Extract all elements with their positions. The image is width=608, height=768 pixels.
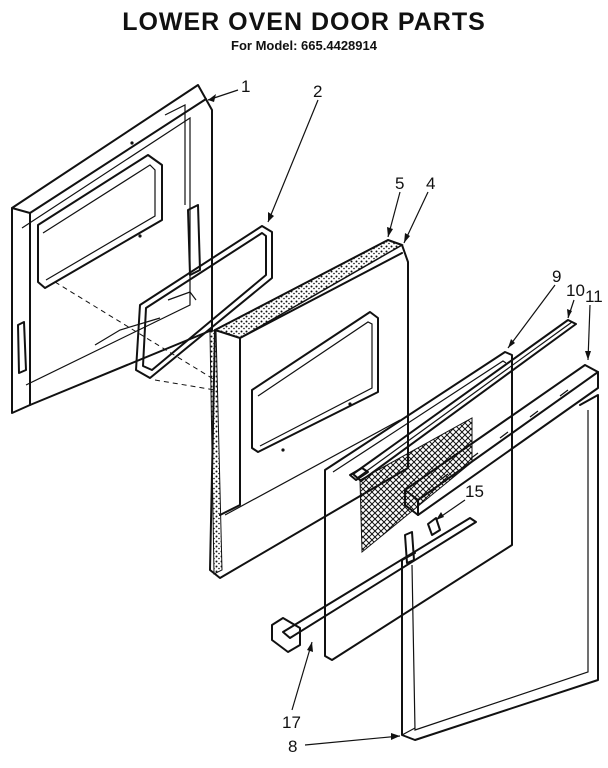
callout-15: 15 [465, 482, 484, 501]
alignment-line [154, 379, 216, 391]
callout-1: 1 [241, 77, 250, 96]
outer-door-panel [11, 84, 213, 414]
page-title: LOWER OVEN DOOR PARTS [122, 8, 486, 36]
callout-8: 8 [288, 737, 297, 756]
bottom-rail [271, 517, 477, 653]
window-gasket [135, 225, 273, 379]
callout-4: 4 [426, 174, 435, 193]
leader-lines [207, 89, 591, 746]
alignment-line [54, 281, 216, 381]
clip-part [427, 517, 441, 536]
callout-17: 17 [282, 713, 301, 732]
callout-labels: 1 2 5 4 9 10 11 15 17 8 [241, 77, 603, 756]
model-subtitle: For Model: 665.4428914 [231, 38, 377, 53]
callout-11: 11 [585, 287, 603, 306]
callout-2: 2 [313, 82, 322, 101]
callout-9: 9 [552, 267, 561, 286]
inner-door-panel [209, 239, 409, 579]
callout-10: 10 [566, 281, 585, 300]
callout-5: 5 [395, 174, 404, 193]
top-channel [352, 319, 577, 482]
